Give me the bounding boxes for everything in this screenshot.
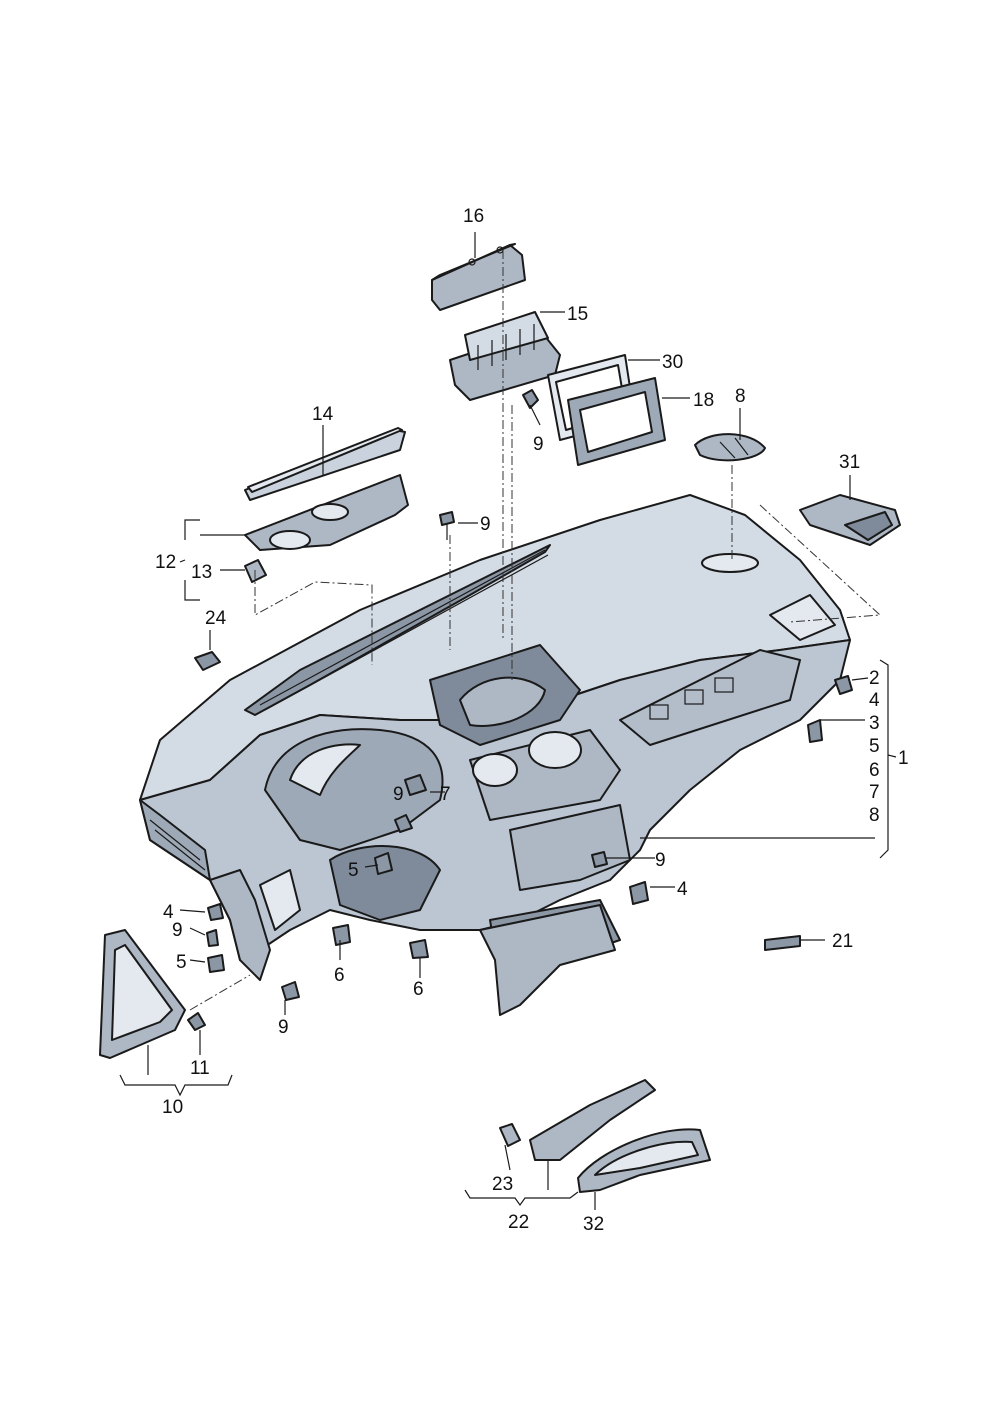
callout-24: 24 — [205, 608, 227, 629]
callout-4-c: 4 — [163, 902, 174, 923]
callout-2: 2 — [869, 668, 880, 689]
callout-9-b: 9 — [480, 514, 491, 535]
dashboard-panel — [139, 494, 851, 1016]
clip-24 — [194, 651, 221, 671]
callout-8-top: 8 — [735, 386, 746, 407]
callout-9-a: 9 — [533, 434, 544, 455]
callout-18: 18 — [693, 390, 714, 411]
callout-11: 11 — [190, 1058, 210, 1079]
callout-1: 1 — [898, 748, 909, 769]
callout-23: 23 — [492, 1174, 513, 1195]
trim-panel-12 — [244, 474, 409, 551]
callout-5-c: 5 — [176, 952, 187, 973]
callout-10: 10 — [162, 1097, 183, 1118]
callout-9-e: 9 — [172, 920, 183, 941]
callout-9-c: 9 — [393, 784, 404, 805]
fasteners — [206, 389, 853, 1001]
vent-housing-15 — [449, 311, 561, 401]
callout-5-b: 5 — [348, 860, 359, 881]
callout-32: 32 — [583, 1214, 604, 1235]
callout-15: 15 — [567, 304, 588, 325]
callout-9-d: 9 — [655, 850, 666, 871]
frame-18 — [567, 377, 666, 466]
callout-6-a: 6 — [869, 760, 880, 781]
callout-6-b: 6 — [334, 965, 345, 986]
cover-16 — [431, 243, 526, 311]
callout-7-a: 7 — [869, 782, 880, 803]
callout-5-a: 5 — [869, 736, 880, 757]
callout-3: 3 — [869, 713, 880, 734]
callout-4-a: 4 — [869, 690, 880, 711]
column-shroud-32 — [577, 1128, 711, 1193]
callout-labels: 16 15 30 18 8 31 14 9 9 12 13 24 2 4 3 5… — [155, 206, 909, 1235]
side-cover-10 — [99, 929, 186, 1059]
callout-12: 12 — [155, 552, 176, 573]
side-vent-31 — [799, 494, 901, 546]
callout-31: 31 — [839, 452, 860, 473]
callout-30: 30 — [662, 352, 683, 373]
column-trim-upper — [529, 1079, 656, 1161]
leader-lines — [119, 232, 897, 1210]
callout-16: 16 — [463, 206, 484, 227]
callout-13: 13 — [191, 562, 212, 583]
callout-22: 22 — [508, 1212, 529, 1233]
callout-6-c: 6 — [413, 979, 424, 1000]
trim-strip-14 — [244, 427, 406, 501]
callout-9-f: 9 — [278, 1017, 289, 1038]
callout-14: 14 — [312, 404, 334, 425]
callout-4-b: 4 — [677, 879, 688, 900]
sensor-cover-8 — [694, 433, 766, 462]
callout-21: 21 — [832, 931, 853, 952]
callout-7-b: 7 — [440, 784, 451, 805]
bracket-23 — [499, 1123, 521, 1147]
callout-8-b: 8 — [869, 805, 880, 826]
clip-11 — [187, 1012, 206, 1031]
assembly-lines — [189, 250, 882, 1011]
